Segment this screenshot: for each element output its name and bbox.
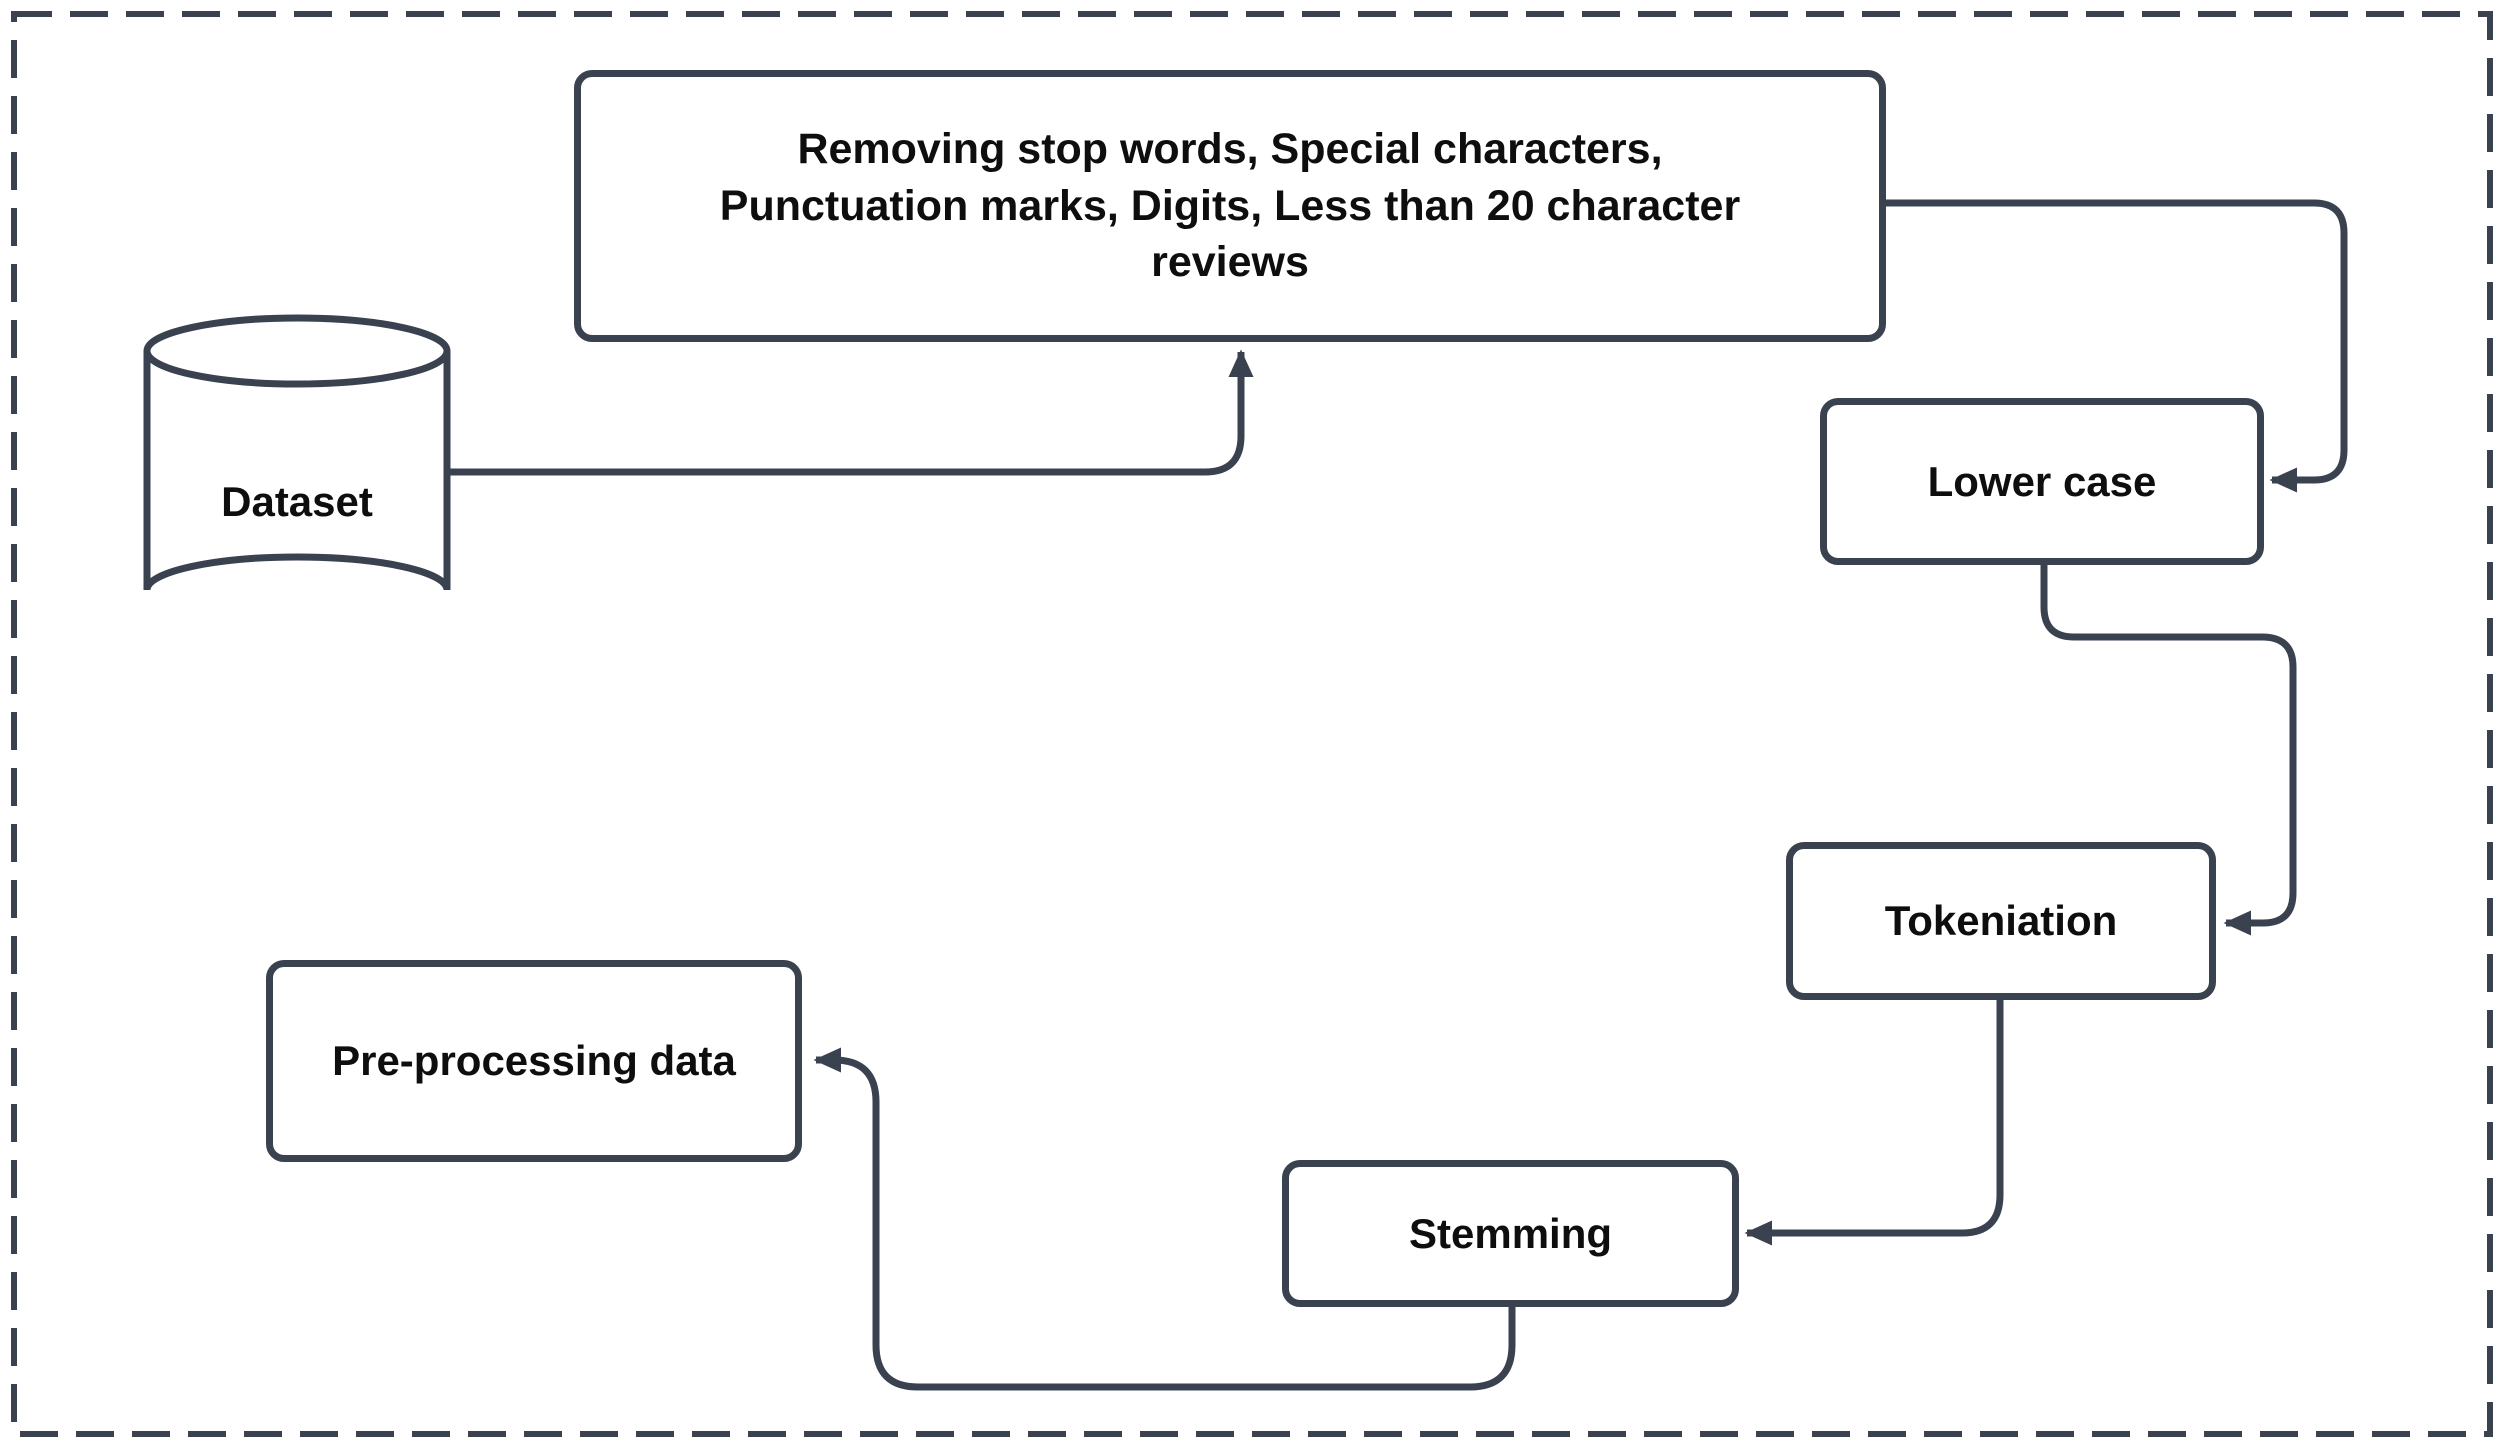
node-stemming: Stemming: [1282, 1160, 1739, 1307]
edge-stemming-to-pre-processing: [813, 1047, 1516, 1391]
dashed-border: [11, 11, 2493, 1437]
edge-lower-case-to-tokeniation: [2040, 562, 2297, 936]
node-removing-line-1: Removing stop words, Special characters,: [797, 124, 1663, 173]
node-pre-processing-data: Pre-processing data: [266, 960, 802, 1162]
edge-removing-to-lower-case: [1886, 199, 2348, 493]
cylinder-body: [143, 351, 451, 591]
node-removing-line-3: reviews: [1151, 238, 1309, 287]
dataset-cylinder-shape: [143, 314, 451, 591]
node-dataset-label: Dataset: [147, 470, 447, 534]
node-removing-stop-words: Removing stop words, Special characters,…: [574, 70, 1886, 342]
node-lower-case: Lower case: [1820, 398, 2264, 565]
node-tokeniation: Tokeniation: [1786, 842, 2216, 1000]
node-lower-case-label: Lower case: [1927, 457, 2157, 505]
edge-dataset-to-removing: [447, 349, 1254, 476]
dataset-label-text: Dataset: [221, 478, 373, 525]
node-tokeniation-label: Tokeniation: [1884, 897, 2118, 945]
node-pre-processing-label: Pre-processing data: [332, 1037, 736, 1085]
node-removing-line-2: Punctuation marks, Digits, Less than 20 …: [719, 181, 1741, 230]
node-stemming-label: Stemming: [1408, 1209, 1613, 1257]
cylinder-top: [143, 314, 451, 388]
edge-tokeniation-to-stemming: [1744, 1000, 2004, 1246]
